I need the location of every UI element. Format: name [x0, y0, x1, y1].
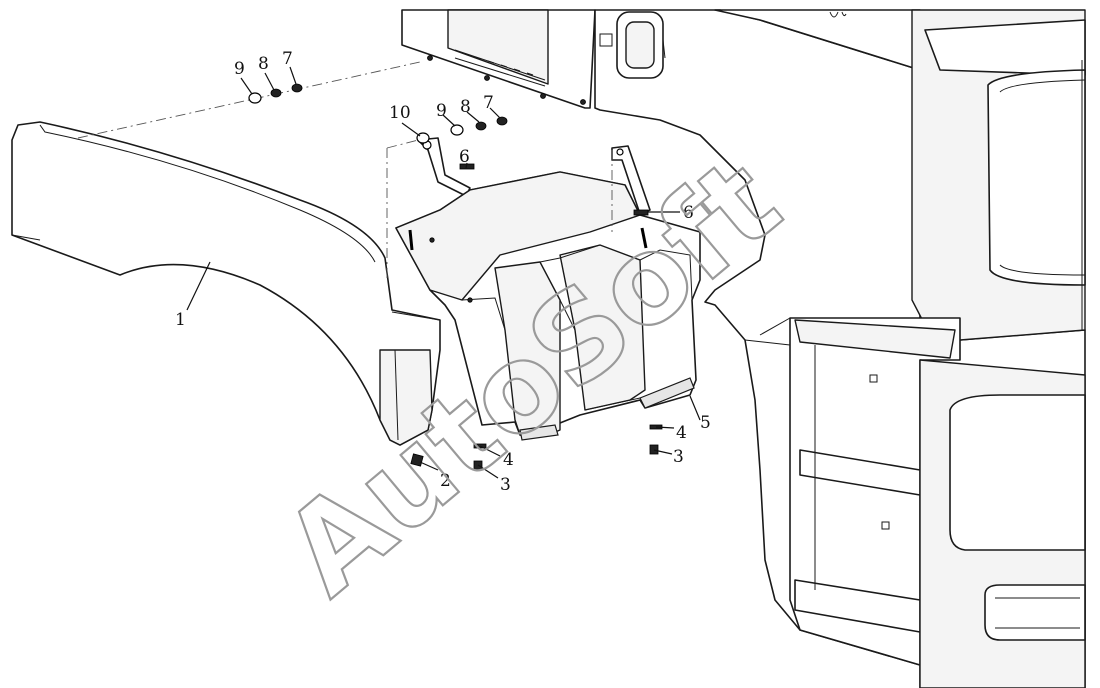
rear-fender-part-1 [11, 121, 441, 446]
label-part-9-bracket: 9 [436, 101, 447, 121]
label-part-4-right: 4 [676, 423, 687, 443]
label-part-6-right: 6 [683, 203, 694, 223]
label-part-9-top: 9 [234, 59, 245, 79]
label-part-3-right: 3 [673, 447, 684, 467]
label-part-4-left: 4 [503, 450, 514, 470]
label-part-2: 2 [440, 471, 451, 491]
mudguard-part-5 [395, 171, 701, 441]
label-part-1: 1 [175, 310, 186, 330]
label-part-6-left: 6 [459, 147, 470, 167]
label-part-8-bracket: 8 [460, 97, 471, 117]
label-part-3-left: 3 [500, 475, 511, 495]
leader-lines [186, 66, 701, 479]
callout-labels: 9 8 7 9 8 7 10 6 6 1 5 2 4 3 4 3 [175, 49, 711, 495]
truck-cab [401, 9, 1086, 688]
label-part-7-top: 7 [282, 49, 293, 69]
label-part-7-bracket: 7 [483, 93, 494, 113]
label-part-5: 5 [700, 413, 711, 433]
label-part-8-top: 8 [258, 54, 269, 74]
label-part-10: 10 [389, 103, 411, 123]
